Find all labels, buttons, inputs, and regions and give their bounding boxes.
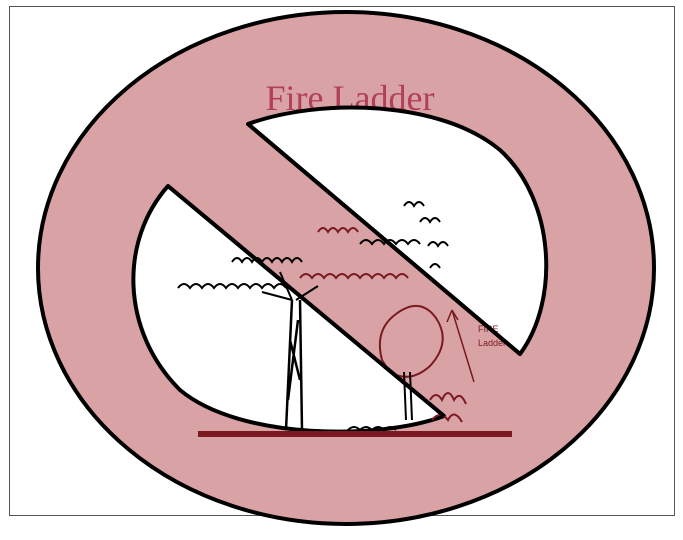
prohibition-illustration: Fire Ladder — [0, 0, 683, 540]
fire-ladder-sign: Fire Ladder — [0, 0, 683, 540]
